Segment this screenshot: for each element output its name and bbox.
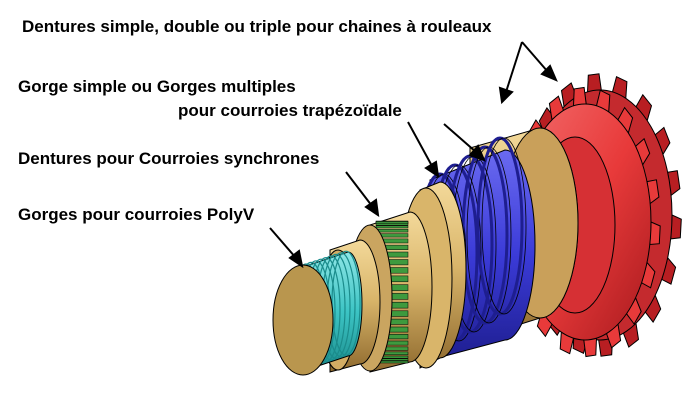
- synchronous-tooth: [375, 228, 409, 233]
- v-belt-groove-ring: [476, 136, 524, 316]
- arrowhead-polyv: [288, 249, 304, 269]
- label-polyv-grooves: Gorges pour courroies PolyV: [18, 205, 255, 224]
- label-vbelt-grooves-line1: Gorge simple ou Gorges multiples: [18, 77, 296, 96]
- sprocket-tooth-front: [583, 337, 598, 358]
- arrow-polyv: [269, 227, 297, 259]
- arrowhead-chain-1: [498, 86, 514, 105]
- synchronous-tooth: [375, 222, 409, 226]
- sprocket-tooth-front: [572, 86, 587, 107]
- arrow-chain-2: [521, 41, 549, 73]
- arrow-chain-1: [505, 41, 523, 93]
- label-synchronous-belt-teeth: Dentures pour Courroies synchrones: [18, 149, 320, 168]
- pointer-arrows: [269, 41, 558, 269]
- arrowhead-vbelt-2: [468, 144, 486, 162]
- label-chain-sprocket-teeth: Dentures simple, double ou triple pour c…: [22, 17, 492, 36]
- arrowhead-chain-2: [540, 64, 558, 82]
- sprocket-tooth-back: [586, 73, 602, 93]
- label-vbelt-grooves-line2: pour courroies trapézoïdale: [178, 101, 402, 120]
- shaft-end-face: [272, 264, 334, 376]
- arrow-sync: [345, 171, 373, 207]
- arrow-vbelt-1: [407, 121, 433, 167]
- arrow-vbelt-2: [443, 123, 477, 153]
- arrowhead-sync: [364, 198, 380, 218]
- v-belt-groove-edge: [481, 137, 527, 315]
- arrowhead-vbelt-1: [424, 160, 440, 179]
- synchronous-tooth: [375, 225, 409, 229]
